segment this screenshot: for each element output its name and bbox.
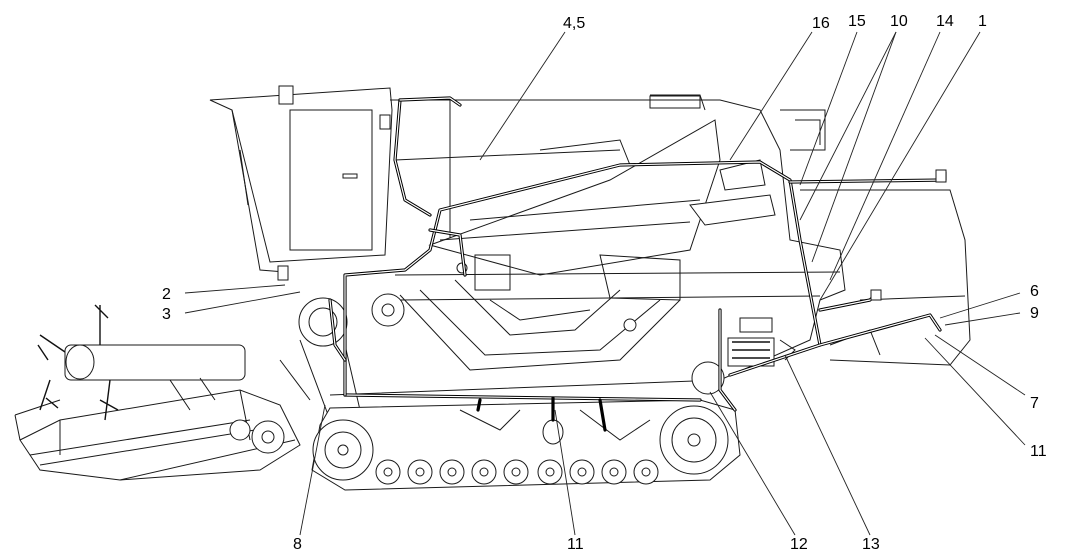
- callout-7: 7: [1030, 395, 1039, 412]
- callout-4-5: 4,5: [563, 15, 585, 32]
- callout-3: 3: [162, 306, 171, 323]
- header-gearbox: [229, 419, 285, 454]
- callout-labels: 4,5 16 15 10 14 1 2 3 6 9 7 11 8 11 12 1…: [162, 13, 1047, 553]
- callout-10: 10: [890, 13, 908, 30]
- callout-12: 12: [790, 536, 808, 553]
- callout-16: 16: [812, 15, 830, 32]
- callout-11-right: 11: [1030, 443, 1047, 460]
- callout-1: 1: [978, 13, 987, 30]
- machine-body: [329, 94, 971, 396]
- callout-9: 9: [1030, 305, 1039, 322]
- battery-block: [691, 317, 775, 395]
- operator-cab: [209, 85, 393, 281]
- callout-2: 2: [162, 286, 171, 303]
- crawler-track: [311, 399, 741, 491]
- track-rollers: [375, 459, 659, 485]
- callout-8: 8: [293, 536, 302, 553]
- callout-13: 13: [862, 536, 880, 553]
- callout-11-bottom: 11: [567, 536, 584, 553]
- callout-6: 6: [1030, 283, 1039, 300]
- callout-14: 14: [936, 13, 954, 30]
- callout-15: 15: [848, 13, 866, 30]
- header-reel: [37, 304, 246, 421]
- header-platform: [14, 389, 301, 481]
- wiring-harness: [328, 96, 947, 432]
- leader-lines: [184, 31, 1026, 536]
